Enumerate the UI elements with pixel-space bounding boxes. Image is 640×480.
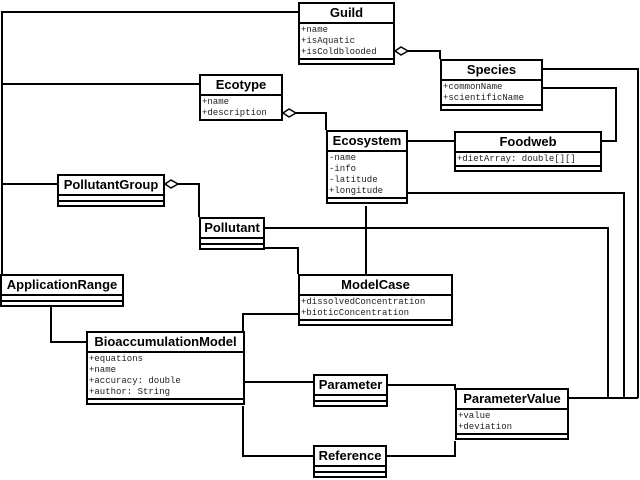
class-name: ModelCase [300,276,451,296]
attribute: +value [458,411,491,421]
class-name: BioaccumulationModel [88,333,243,353]
attribute: +name [301,25,329,35]
class-name: PollutantGroup [59,176,163,196]
class-modelcase[interactable]: ModelCase +dissolvedConcentration +bioti… [298,274,453,326]
operations [201,245,263,248]
class-guild[interactable]: Guild +name +isAquatic +isColdblooded [298,2,395,65]
assoc-reference-parametervalue [386,441,456,457]
attribute: +bioticConcentration [301,308,410,318]
assoc-applicationrange-bioaccumulation [50,306,86,343]
attribute: +commonName [443,82,503,92]
class-name: Reference [315,447,385,467]
operations [315,402,386,405]
assoc-bioaccumulation-modelcase [242,313,298,331]
attributes: +dietArray: double[][] [456,153,600,167]
attribute: +accuracy: double [89,376,181,386]
operations [300,60,393,63]
attributes [2,296,122,302]
attribute: +name [202,97,230,107]
operations [456,167,600,170]
aggregation-diamond-guild [393,46,410,56]
class-name: Ecotype [201,76,281,96]
attributes: +commonName +scientificName [442,81,541,106]
operations [328,199,406,202]
assoc-pollutant-modelcase [264,247,299,274]
aggregation-diamond-pollutantgroup [163,179,180,189]
operations [315,473,385,476]
attributes [315,467,385,473]
class-applicationrange[interactable]: ApplicationRange [0,274,124,307]
attribute: +dissolvedConcentration [301,297,426,307]
assoc-ecosystem-parametervalue [407,192,625,398]
class-name: ParameterValue [457,390,567,410]
attribute: +description [202,108,267,118]
class-pollutant[interactable]: Pollutant [199,217,265,250]
attributes: +name +description [201,96,281,119]
assoc-species-foodweb [542,87,617,142]
class-foodweb[interactable]: Foodweb +dietArray: double[][] [454,131,602,172]
attribute: +longitude [329,186,384,196]
attributes: +dissolvedConcentration +bioticConcentra… [300,296,451,321]
attribute: +author: String [89,387,171,397]
attribute: +isColdblooded [301,47,377,57]
assoc-parameter-parametervalue [387,384,456,390]
class-name: ApplicationRange [2,276,122,296]
attribute: +isAquatic [301,36,356,46]
class-name: Ecosystem [328,132,406,152]
class-bioaccumulationmodel[interactable]: BioaccumulationModel +equations +name +a… [86,331,245,405]
class-pollutantgroup[interactable]: PollutantGroup [57,174,165,207]
class-parametervalue[interactable]: ParameterValue +value +deviation [455,388,569,440]
assoc-species-parametervalue [542,68,639,398]
class-name: Species [442,61,541,81]
attribute: +dietArray: double[][] [457,154,576,164]
aggregation-diamond-ecotype [281,108,298,118]
attribute: +name [89,365,117,375]
attributes [201,239,263,245]
class-reference[interactable]: Reference [313,445,387,478]
class-species[interactable]: Species +commonName +scientificName [440,59,543,111]
attributes [315,396,386,402]
class-ecotype[interactable]: Ecotype +name +description [199,74,283,121]
assoc-applicationrange-guild [1,11,298,274]
attribute: +deviation [458,422,513,432]
class-name: Parameter [315,376,386,396]
attributes: +name +isAquatic +isColdblooded [300,24,393,60]
attributes: +value +deviation [457,410,567,435]
operations [88,400,243,403]
class-ecosystem[interactable]: Ecosystem -name -info -latitude +longitu… [326,130,408,204]
aggregation-pollutantgroup-pollutant [178,183,200,217]
attribute: +scientificName [443,93,525,103]
assoc-bioaccumulation-reference [242,406,313,457]
attributes: +equations +name +accuracy: double +auth… [88,353,243,400]
attributes: -name -info -latitude +longitude [328,152,406,199]
operations [442,106,541,109]
aggregation-ecotype-ecosystem [296,112,327,130]
operations [300,321,451,324]
class-parameter[interactable]: Parameter [313,374,388,407]
class-name: Foodweb [456,133,600,153]
attribute: -latitude [329,175,378,185]
attributes [59,196,163,202]
attribute: -info [329,164,357,174]
assoc-pollutant-parametervalue [264,227,609,398]
class-name: Guild [300,4,393,24]
attribute: +equations [89,354,144,364]
operations [2,302,122,305]
operations [457,435,567,438]
class-name: Pollutant [201,219,263,239]
operations [59,202,163,205]
attribute: -name [329,153,357,163]
aggregation-guild-species [408,50,441,59]
